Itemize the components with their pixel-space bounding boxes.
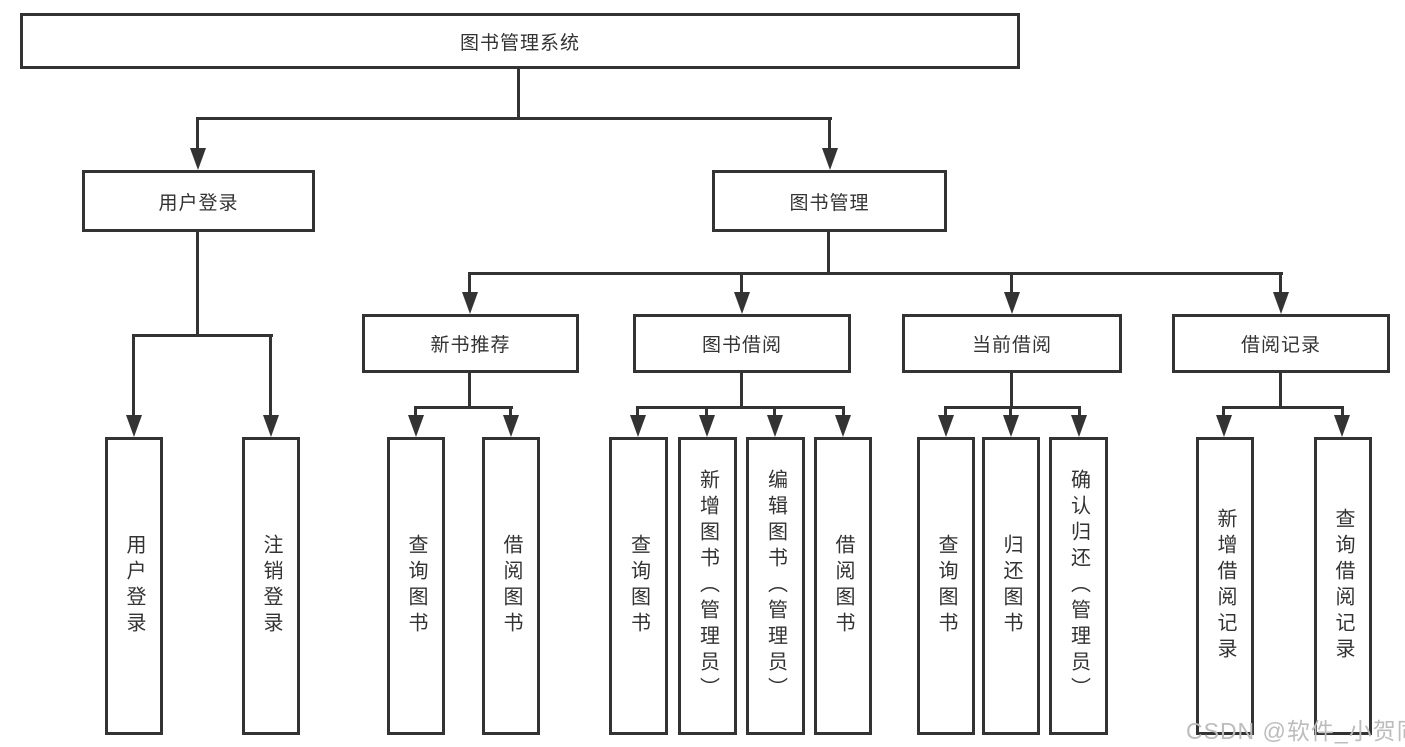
arrow-down-icon xyxy=(190,148,206,170)
connector-drop-leaf-user-login xyxy=(132,334,135,417)
leaf-add-book-label: 新增图书（管理员） xyxy=(696,469,719,703)
leaf-confirm-return: 确认归还（管理员） xyxy=(1049,437,1108,735)
node-new-book-rec-label: 新书推荐 xyxy=(430,335,511,356)
node-library-system-label: 图书管理系统 xyxy=(459,32,580,54)
connector-drop-current-borrow xyxy=(1010,272,1013,294)
leaf-borrow-book-2: 借阅图书 xyxy=(814,437,872,735)
node-book-mgmt: 图书管理 xyxy=(712,170,947,232)
leaf-edit-book-label: 编辑图书（管理员） xyxy=(764,469,787,703)
arrow-down-icon xyxy=(1003,415,1019,437)
arrow-down-icon xyxy=(699,415,715,437)
connector-book-borrow-bar xyxy=(636,406,845,409)
leaf-query-book-3: 查询图书 xyxy=(917,437,975,735)
connector-drop-borrow-records xyxy=(1279,272,1282,294)
arrow-down-icon xyxy=(835,415,851,437)
connector-drop xyxy=(1009,406,1012,418)
connector-book-mgmt-bar xyxy=(468,272,1283,275)
arrow-down-icon xyxy=(1334,415,1350,437)
connector-book-mgmt-stem xyxy=(827,232,830,275)
connector-drop xyxy=(842,406,845,418)
node-book-mgmt-label: 图书管理 xyxy=(789,192,870,214)
leaf-query-book-2-label: 查询图书 xyxy=(627,534,650,638)
arrow-down-icon xyxy=(1273,292,1289,314)
connector-drop xyxy=(1341,406,1344,418)
leaf-borrow-book-1-label: 借阅图书 xyxy=(500,534,522,638)
leaf-user-login-label: 用户登录 xyxy=(123,534,145,638)
leaf-user-login: 用户登录 xyxy=(105,437,163,735)
arrow-down-icon xyxy=(408,415,424,437)
connector-drop-book-borrow xyxy=(740,272,743,294)
leaf-query-book-3-label: 查询图书 xyxy=(935,534,957,638)
arrow-down-icon xyxy=(1004,292,1020,314)
connector-borrow-records-bar xyxy=(1222,406,1344,409)
node-library-system: 图书管理系统 xyxy=(20,13,1020,69)
leaf-logout: 注销登录 xyxy=(242,437,300,735)
connector-new-book-bar xyxy=(414,406,513,409)
leaf-edit-book: 编辑图书（管理员） xyxy=(746,437,805,735)
connector-drop xyxy=(509,406,512,418)
arrow-down-icon xyxy=(767,415,783,437)
arrow-down-icon xyxy=(630,415,646,437)
connector-drop xyxy=(773,406,776,418)
node-borrow-records: 借阅记录 xyxy=(1172,314,1390,373)
connector-root-bar xyxy=(196,117,832,120)
connector-root-stem xyxy=(517,69,520,120)
connector-drop xyxy=(944,406,947,418)
connector-current-borrow-bar xyxy=(944,406,1081,409)
node-user-login: 用户登录 xyxy=(82,170,315,232)
node-borrow-records-label: 借阅记录 xyxy=(1240,335,1321,356)
connector-current-borrow-stem xyxy=(1010,373,1013,409)
connector-drop-book-mgmt xyxy=(828,117,831,153)
arrow-down-icon xyxy=(938,415,954,437)
leaf-confirm-return-label: 确认归还（管理员） xyxy=(1067,469,1090,703)
leaf-borrow-book-2-label: 借阅图书 xyxy=(832,534,854,638)
leaf-add-borrow-record-label: 新增借阅记录 xyxy=(1214,508,1236,664)
connector-new-book-stem xyxy=(468,373,471,409)
connector-drop-new-book xyxy=(468,272,471,294)
node-current-borrow: 当前借阅 xyxy=(902,314,1122,373)
arrow-down-icon xyxy=(503,415,519,437)
connector-drop xyxy=(414,406,417,418)
node-current-borrow-label: 当前借阅 xyxy=(971,335,1052,356)
arrow-down-icon xyxy=(822,148,838,170)
connector-drop xyxy=(636,406,639,418)
leaf-borrow-book-1: 借阅图书 xyxy=(482,437,540,735)
leaf-query-borrow-record-label: 查询借阅记录 xyxy=(1332,508,1354,664)
leaf-query-book-1-label: 查询图书 xyxy=(405,534,427,638)
connector-borrow-records-stem xyxy=(1279,373,1282,409)
node-book-borrow-label: 图书借阅 xyxy=(701,335,782,356)
connector-user-login-stem xyxy=(196,232,199,337)
leaf-add-borrow-record: 新增借阅记录 xyxy=(1196,437,1254,735)
connector-drop xyxy=(1078,406,1081,418)
connector-drop-leaf-logout xyxy=(269,334,272,417)
connector-book-borrow-stem xyxy=(740,373,743,409)
leaf-logout-label: 注销登录 xyxy=(260,534,282,638)
connector-drop xyxy=(705,406,708,418)
node-book-borrow: 图书借阅 xyxy=(633,314,851,373)
leaf-add-book: 新增图书（管理员） xyxy=(678,437,737,735)
arrow-down-icon xyxy=(734,292,750,314)
csdn-watermark: CSDN @软件_小贺同学 xyxy=(1186,718,1405,744)
arrow-down-icon xyxy=(263,415,279,437)
connector-drop-user-login xyxy=(196,117,199,153)
leaf-return-book: 归还图书 xyxy=(982,437,1040,735)
leaf-return-book-label: 归还图书 xyxy=(1000,534,1022,638)
connector-drop xyxy=(1222,406,1225,418)
arrow-down-icon xyxy=(126,415,142,437)
node-new-book-rec: 新书推荐 xyxy=(362,314,579,373)
leaf-query-book-2: 查询图书 xyxy=(609,437,668,735)
node-user-login-label: 用户登录 xyxy=(158,192,239,214)
connector-user-login-bar xyxy=(132,334,273,337)
arrow-down-icon xyxy=(1216,415,1232,437)
arrow-down-icon xyxy=(462,292,478,314)
arrow-down-icon xyxy=(1071,415,1087,437)
leaf-query-borrow-record: 查询借阅记录 xyxy=(1314,437,1372,735)
leaf-query-book-1: 查询图书 xyxy=(387,437,445,735)
